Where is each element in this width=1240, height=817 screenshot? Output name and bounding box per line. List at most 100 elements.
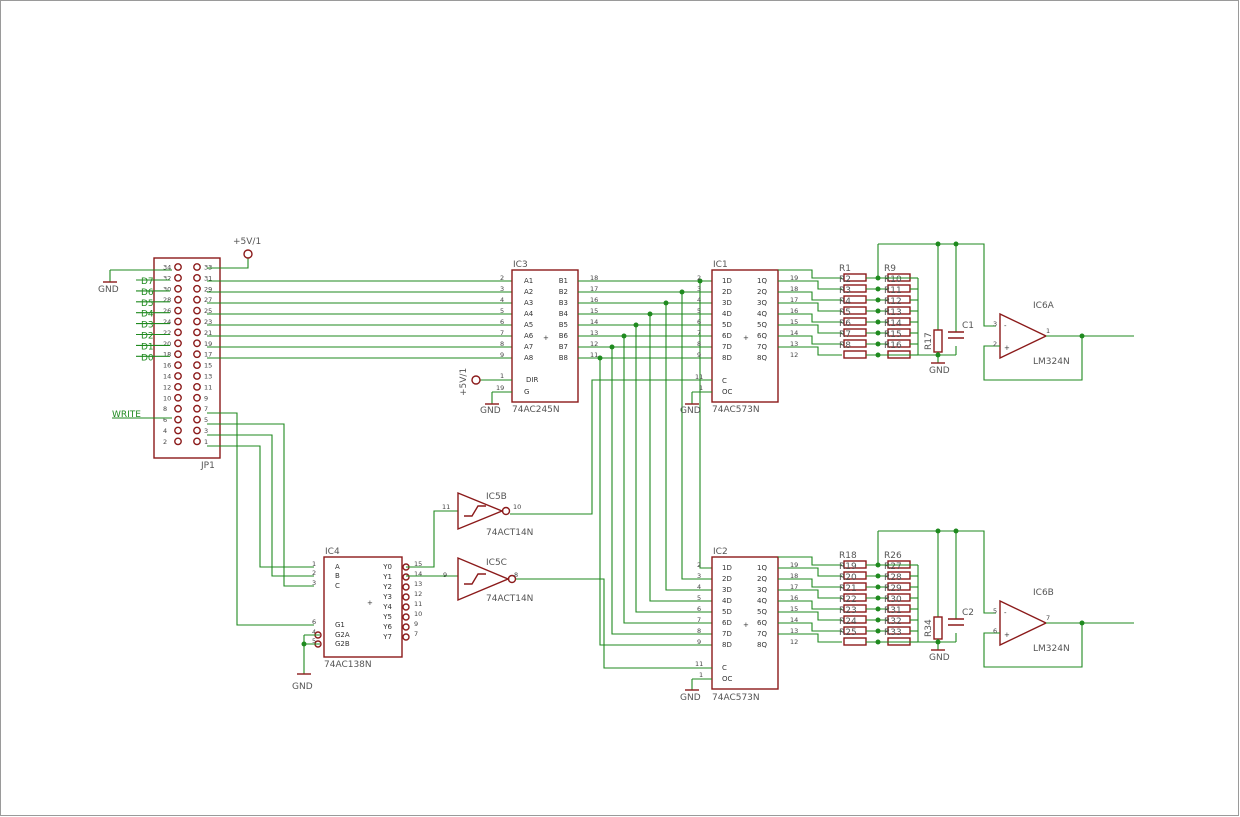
- resistor[interactable]: [933, 329, 943, 353]
- jp1-pin[interactable]: [174, 404, 182, 413]
- jp1-pin[interactable]: [174, 273, 182, 282]
- ic1-pin-number: 1: [699, 384, 703, 392]
- opamp-type: LM324N: [1033, 357, 1070, 367]
- jp1-pin[interactable]: [174, 339, 182, 348]
- ic3-pin-number: 2: [500, 274, 504, 282]
- jp1-pin[interactable]: [174, 372, 182, 380]
- jp1-pin-number: 23: [204, 318, 212, 326]
- svg-text:-: -: [1004, 609, 1007, 617]
- opamp-label: IC6A: [1033, 301, 1055, 311]
- ic2-label: IC2: [713, 547, 728, 557]
- ic2-pin-name: 2D: [722, 575, 732, 583]
- ic5b-gate[interactable]: [457, 491, 504, 531]
- jp1-pin[interactable]: [193, 295, 201, 304]
- jp1-pin-number: 21: [204, 329, 212, 337]
- ic2-type: 74AC573N: [712, 693, 760, 703]
- jp1-pin[interactable]: [193, 361, 201, 369]
- jp1-pin[interactable]: [193, 350, 201, 359]
- ic2-pin-number: 3: [697, 572, 701, 580]
- resistor[interactable]: [843, 637, 867, 646]
- jp1-pin-number: 25: [204, 307, 212, 315]
- ic2-pin-number: 14: [790, 616, 798, 624]
- jp1-pin[interactable]: [174, 284, 182, 293]
- jp1-pin[interactable]: [174, 426, 182, 435]
- ic2-pin-name: 8D: [722, 641, 732, 649]
- jp1-pin-number: 7: [204, 405, 208, 413]
- jp1-pin[interactable]: [193, 284, 201, 293]
- jp1-pin[interactable]: [193, 273, 201, 282]
- jp1-pin[interactable]: [193, 339, 201, 348]
- jp1-pin[interactable]: [193, 382, 201, 391]
- jp1-pin[interactable]: [193, 306, 201, 315]
- ic1-pin-name: OC: [722, 388, 733, 396]
- ic3-pin-number: 18: [590, 274, 598, 282]
- ic3-pin-name: B5: [559, 321, 568, 329]
- jp1-pin[interactable]: [193, 426, 201, 435]
- ic3-pin-number: 7: [500, 329, 504, 337]
- ic4-body[interactable]: [323, 556, 403, 658]
- ic1-pin-number: 2: [697, 274, 701, 282]
- ic3-pin-name: A5: [524, 321, 533, 329]
- opamp[interactable]: [999, 599, 1048, 647]
- jp1-pin-number: 10: [163, 394, 171, 402]
- opamp-pin: 3: [993, 320, 997, 328]
- jp1-pin[interactable]: [193, 317, 201, 326]
- jp1-pin[interactable]: [193, 372, 201, 380]
- jp1-pin[interactable]: [174, 317, 182, 326]
- ic3-pin-name: A6: [524, 332, 534, 340]
- jp1-pin[interactable]: [174, 350, 182, 359]
- resistor[interactable]: [843, 350, 867, 359]
- ic4-pin-number: 14: [414, 570, 422, 578]
- ic2-pin-number: 11: [695, 660, 703, 668]
- jp1-pin[interactable]: [193, 263, 201, 271]
- jp1-pin-number: 16: [163, 362, 171, 370]
- ic3-pin-number: 12: [590, 340, 598, 348]
- ic3-pin-number: 19: [496, 384, 504, 392]
- ic1-pin-number: 12: [790, 351, 798, 359]
- ic4-pin-number: 15: [414, 560, 422, 568]
- resistor[interactable]: [933, 616, 943, 640]
- jp1-pin[interactable]: [174, 382, 182, 391]
- jp1-pin-number: 15: [204, 362, 212, 370]
- jp1-pin[interactable]: [193, 328, 201, 337]
- jp1-pin[interactable]: [174, 361, 182, 369]
- ic5c-gate[interactable]: [457, 556, 510, 602]
- jp1-pin-number: 29: [204, 285, 212, 293]
- opamp[interactable]: [999, 312, 1048, 360]
- jp1-pin[interactable]: [174, 437, 182, 446]
- svg-text:-: -: [1004, 322, 1007, 330]
- jp1-pin[interactable]: [174, 415, 182, 424]
- ic5b-out: 10: [513, 503, 521, 511]
- jp1-pin[interactable]: [193, 393, 201, 402]
- opamp-pin: 5: [993, 607, 997, 615]
- resistor-label: R21: [839, 584, 857, 594]
- jp1-pin[interactable]: [174, 263, 182, 271]
- jp1-pin-number: 14: [163, 373, 171, 381]
- ic4-pin-number: 6: [312, 618, 316, 626]
- ic3-pin-name: A3: [524, 299, 533, 307]
- jp1-pin[interactable]: [193, 415, 201, 424]
- jp1-pin[interactable]: [174, 306, 182, 315]
- jp1-pin[interactable]: [174, 393, 182, 402]
- jp1-pin[interactable]: [174, 295, 182, 304]
- ic4-pin-name: A: [335, 563, 340, 571]
- jp1-pin[interactable]: [193, 404, 201, 413]
- ic3-pin-number: 1: [500, 372, 504, 380]
- ic5c-in: 9: [443, 571, 447, 579]
- ic1-pin-name: 1D: [722, 277, 732, 285]
- resistor-label: R3: [839, 286, 851, 296]
- ic4-pin-name: G2B: [335, 640, 350, 648]
- ic2-pin-number: 13: [790, 627, 798, 635]
- jp1-pin[interactable]: [174, 328, 182, 337]
- ic4-type: 74AC138N: [324, 660, 372, 670]
- vcc-jp1: +5V/1: [233, 237, 261, 247]
- resistor-label: R27: [884, 562, 902, 572]
- data-label: D0: [141, 353, 154, 363]
- resistor-label: R2: [839, 275, 851, 285]
- resistor-label: R18: [839, 551, 857, 561]
- svg-text:+: +: [1004, 344, 1010, 352]
- jp1-pin[interactable]: [193, 437, 201, 446]
- opamp-pin: 7: [1046, 614, 1050, 622]
